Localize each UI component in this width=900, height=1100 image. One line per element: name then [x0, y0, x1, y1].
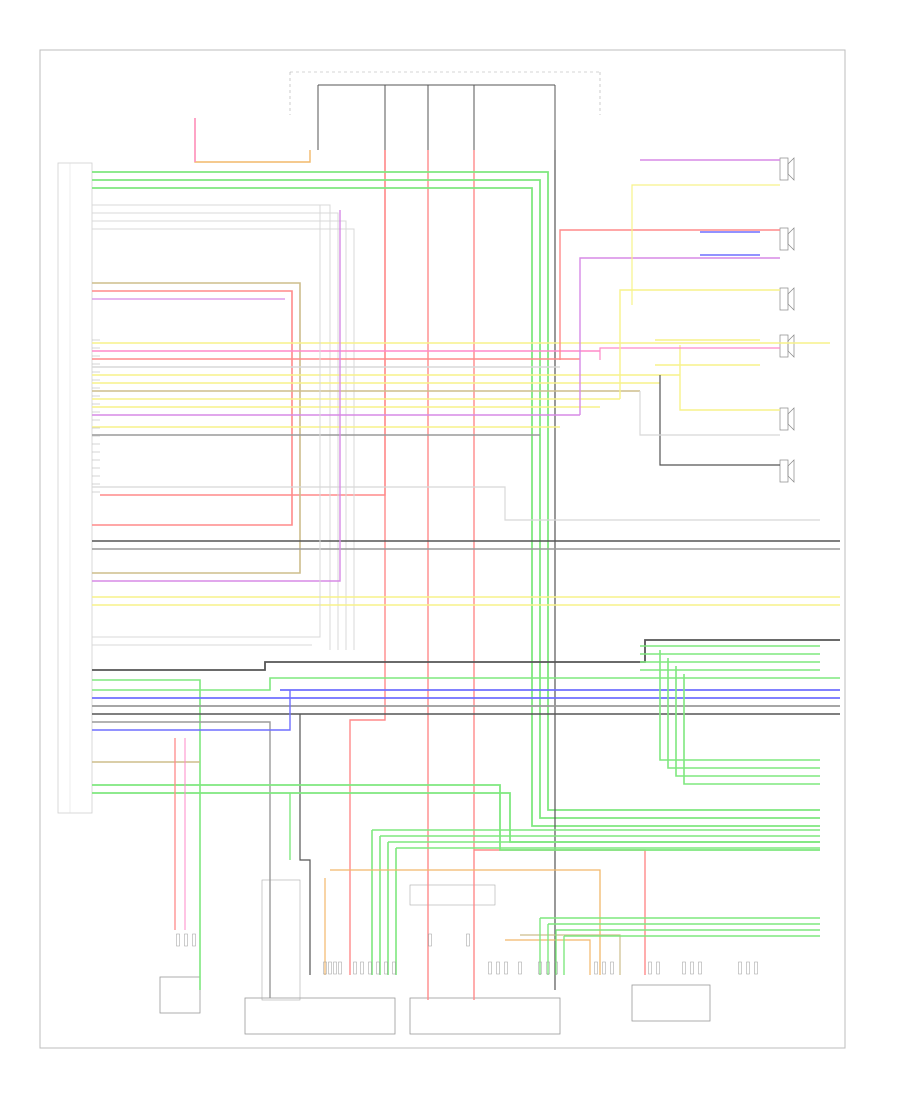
connector-pin [610, 961, 614, 975]
top-feeds [317, 84, 556, 150]
diagram-frame [39, 49, 846, 1049]
module-antenna-amp [159, 976, 201, 1014]
connector-pin [754, 961, 758, 975]
wire-green-right4 [683, 674, 820, 785]
wire-red-cd [474, 849, 646, 975]
bottom-modules [159, 879, 711, 1035]
speaker [779, 157, 795, 181]
connector-pin [368, 961, 372, 975]
wire-red-loop [92, 290, 293, 526]
wire-green-low1 [92, 784, 820, 851]
wire-gray-bus [92, 212, 339, 650]
top-bracket [289, 71, 601, 115]
connector-pin [428, 933, 432, 947]
connector-pin [504, 961, 508, 975]
connector-pin [698, 961, 702, 975]
wire-spk-dark [659, 375, 780, 466]
wire-spk-gray [639, 391, 780, 436]
connector-pin [746, 961, 750, 975]
wire-gray-bus [92, 228, 355, 650]
speaker [779, 407, 795, 431]
connector-pin [338, 961, 342, 975]
speaker [779, 227, 795, 251]
wire-orange-bottom [330, 869, 601, 975]
wire-gray-bus [92, 204, 331, 650]
connector-pin [384, 961, 388, 975]
speaker-group [779, 157, 795, 483]
module-vert [261, 879, 301, 1001]
wire-orange-ant [505, 939, 591, 975]
wire-gray-bus [92, 220, 347, 650]
wire-bus-gray-v [92, 721, 271, 998]
connector-pin [602, 961, 606, 975]
wire-tan-ant [520, 934, 621, 975]
connector-pin [656, 961, 660, 975]
wire-green-right1 [659, 650, 820, 761]
connector-pin [496, 961, 500, 975]
wire-green-right2 [667, 658, 820, 769]
labels [92, 339, 100, 493]
wire-spk-red [559, 229, 780, 360]
wire-spk-pink [599, 347, 780, 360]
connector-pin [328, 961, 332, 975]
connector-pin [738, 961, 742, 975]
connector-pin [682, 961, 686, 975]
wires [92, 118, 840, 1000]
speaker [779, 459, 795, 483]
module-dsp [244, 997, 396, 1035]
wire-spk-yel [679, 345, 780, 411]
connector-pin [353, 961, 357, 975]
connector-pin [594, 961, 598, 975]
connector-pin [488, 961, 492, 975]
wire-green-2 [92, 179, 820, 819]
wire-mid-gray [92, 486, 820, 521]
connector-pin [176, 933, 180, 947]
wire-spk-yel2 [619, 289, 780, 399]
connector-pin [392, 961, 396, 975]
connector-pin [360, 961, 364, 975]
left-module [57, 162, 93, 814]
wire-bus-dark1 [92, 639, 840, 671]
connector-pin [648, 961, 652, 975]
module-antenna-box [409, 884, 496, 906]
connector-pin [538, 961, 542, 975]
wire-bus-green-v [92, 679, 201, 990]
connector-pin [690, 961, 694, 975]
connector-pin [546, 961, 550, 975]
wire-green-1 [92, 171, 820, 811]
wire-mid-lg [92, 205, 321, 638]
wire-bus-blue-v [92, 690, 291, 731]
connector-pin [466, 933, 470, 947]
connectors [176, 933, 758, 975]
speaker [779, 334, 795, 358]
wire-orange-top [194, 118, 311, 163]
connector-pin [518, 961, 522, 975]
wire-bus-green1 [92, 677, 840, 691]
wire-green-3 [92, 187, 820, 827]
connector-pin [323, 961, 327, 975]
wire-bus-dark-v [299, 714, 311, 975]
connector-pin [333, 961, 337, 975]
connector-pin [554, 961, 558, 975]
wire-tan-loop [92, 282, 301, 574]
wire-mid-violet [92, 210, 341, 582]
speaker [779, 287, 795, 311]
module-digital-sound [409, 997, 561, 1035]
wire-red-fuse1 [100, 150, 386, 496]
connector-pin [192, 933, 196, 947]
wire-spk-top-yel [631, 184, 780, 305]
module-cd-changer [631, 984, 711, 1022]
connector-pin [184, 933, 188, 947]
connector-pin [376, 961, 380, 975]
wire-spk-vio [579, 257, 780, 415]
wire-green-right3 [675, 666, 820, 777]
